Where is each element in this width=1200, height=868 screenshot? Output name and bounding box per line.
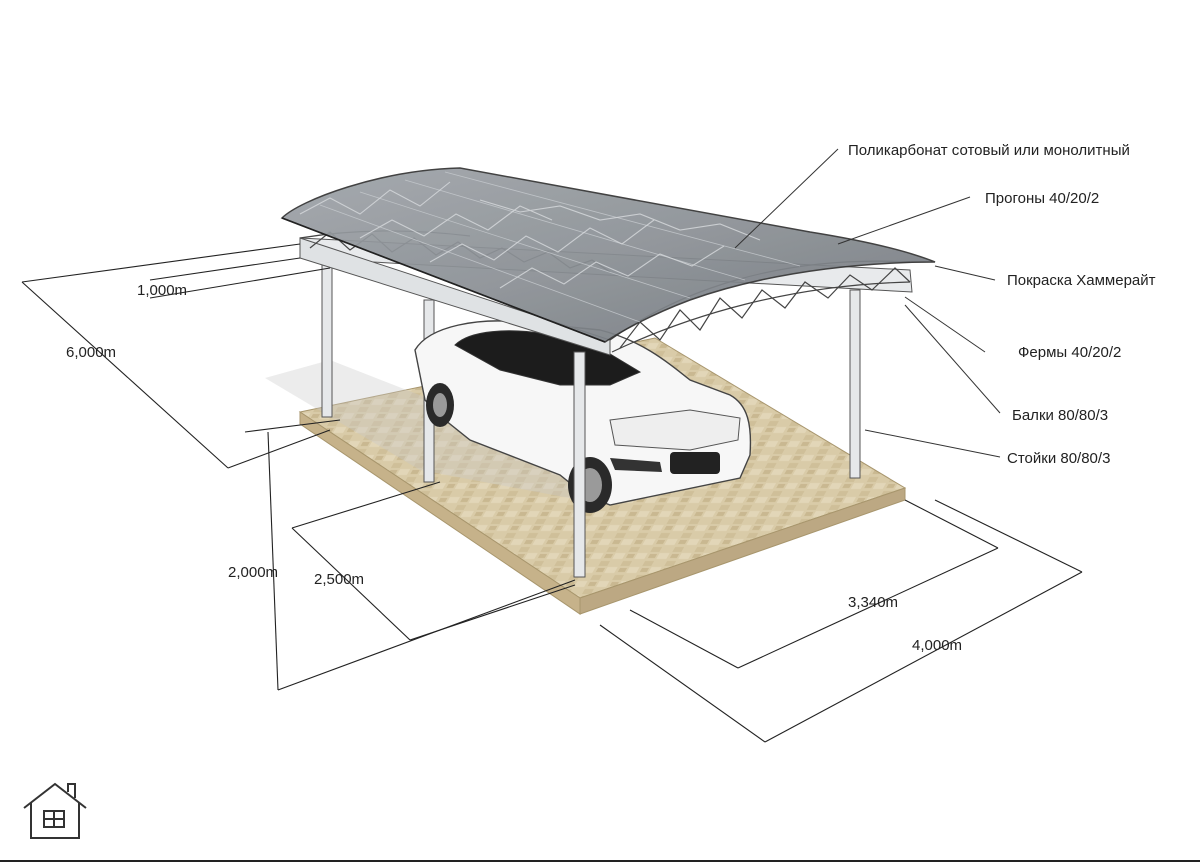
dim-post-spacing: 2,500m bbox=[314, 571, 364, 588]
dim-inner-width: 3,340m bbox=[848, 594, 898, 611]
label-paint: Покраска Хаммерайт bbox=[1007, 272, 1156, 289]
leader-lines bbox=[734, 148, 1001, 458]
dimension-labels: 1,000m 6,000m 2,000m 2,500m 3,340m 4,000… bbox=[66, 282, 962, 654]
label-beams: Балки 80/80/3 bbox=[1012, 407, 1108, 424]
callout-labels: Поликарбонат сотовый или монолитный Прог… bbox=[848, 142, 1156, 467]
label-polycarbonate: Поликарбонат сотовый или монолитный bbox=[848, 142, 1130, 159]
roof-polycarbonate bbox=[280, 167, 936, 343]
dim-total-length: 6,000m bbox=[66, 344, 116, 361]
roof-shadow bbox=[265, 360, 580, 500]
label-posts: Стойки 80/80/3 bbox=[1007, 450, 1110, 467]
house-icon bbox=[23, 782, 87, 839]
label-purlins: Прогоны 40/20/2 bbox=[985, 190, 1099, 207]
dim-height: 2,000m bbox=[228, 564, 278, 581]
dimension-lines bbox=[21, 243, 1083, 743]
dim-overhang: 1,000m bbox=[137, 282, 187, 299]
front-posts bbox=[573, 289, 861, 578]
label-trusses: Фермы 40/20/2 bbox=[1018, 344, 1121, 361]
dim-total-width: 4,000m bbox=[912, 637, 962, 654]
